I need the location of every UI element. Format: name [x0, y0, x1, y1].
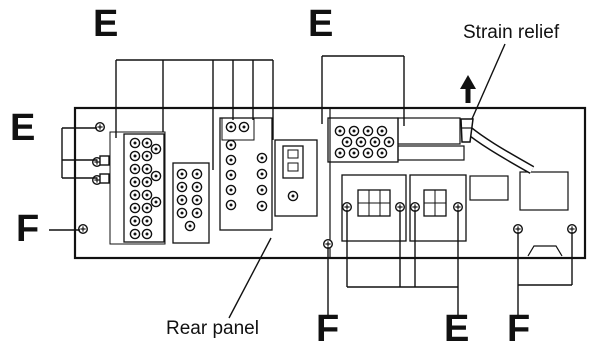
up-arrow-icon [460, 75, 476, 103]
label-f-left: F [16, 208, 40, 250]
label-f-bottom-b: F [507, 308, 531, 350]
label-strain-relief: Strain relief [463, 22, 560, 43]
jack-board-a [123, 133, 165, 243]
jack-board-b [172, 162, 210, 244]
screw-icon [94, 121, 106, 133]
label-f-bottom-a: F [316, 308, 340, 350]
jack-board-d [274, 139, 318, 217]
label-rear-panel: Rear panel [166, 318, 259, 339]
speaker-terminal-block-b [409, 174, 467, 242]
jack-icons [129, 121, 395, 240]
screw-icon [77, 223, 89, 235]
power-cord-icon [460, 118, 535, 174]
label-e-left: E [10, 107, 36, 149]
speaker-terminal-block-a [341, 174, 407, 242]
label-e-bottom: E [444, 308, 470, 350]
callout-lines [49, 43, 573, 319]
label-e-top-mid: E [308, 3, 334, 45]
label-e-top-left: E [93, 3, 119, 45]
